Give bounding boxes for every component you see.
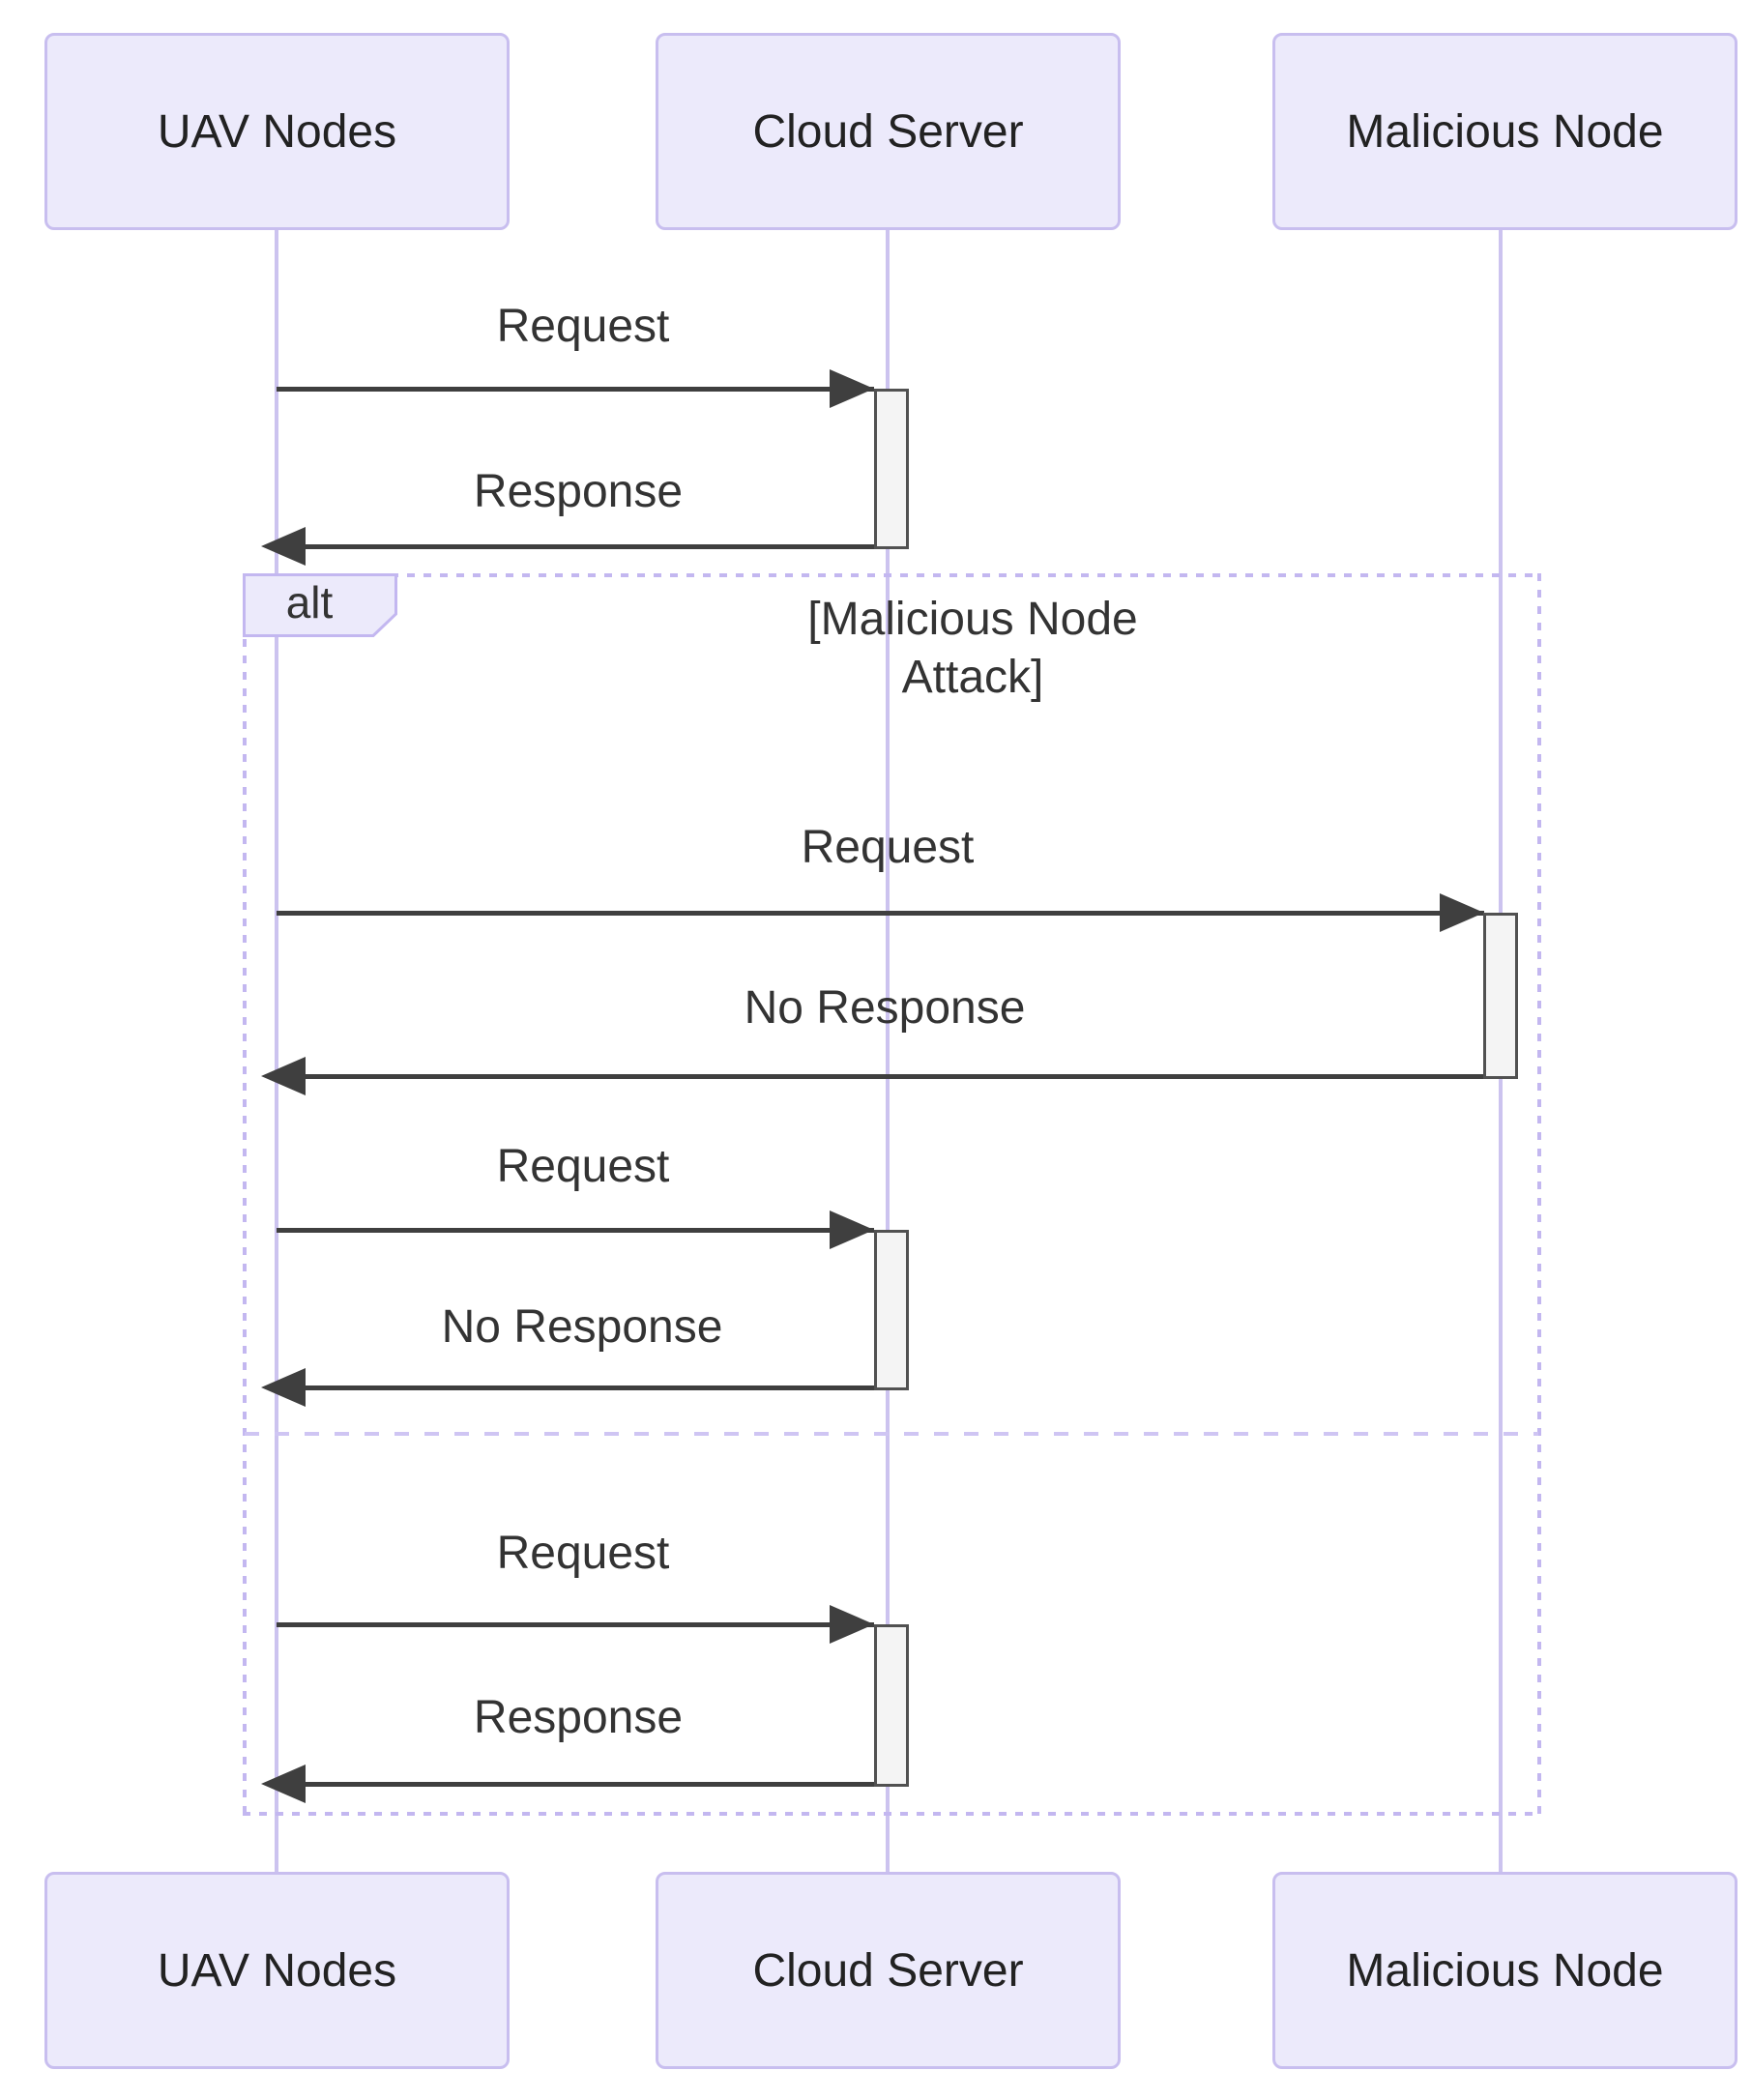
- activation-bar-malicious: [1483, 913, 1518, 1079]
- message-line-no-response-1: [277, 1074, 1517, 1079]
- message-line-request-3: [277, 1228, 874, 1233]
- message-line-no-response-2: [277, 1385, 907, 1390]
- message-label: Request: [801, 822, 975, 873]
- message-label: Response: [473, 1692, 684, 1743]
- arrowhead-right-icon: [830, 1210, 874, 1249]
- message-line-response-2: [277, 1782, 907, 1787]
- arrowhead-right-icon: [1440, 893, 1484, 932]
- actor-label: UAV Nodes: [157, 105, 397, 158]
- actor-top-uav-nodes: UAV Nodes: [44, 33, 510, 230]
- message-label: No Response: [441, 1301, 723, 1353]
- arrowhead-right-icon: [830, 1605, 874, 1644]
- alt-operator-label: alt: [285, 577, 334, 627]
- alt-condition-label: [Malicious Node Attack]: [779, 591, 1166, 707]
- alt-condition-line2: Attack]: [901, 652, 1044, 703]
- alt-tab-shape-icon: [243, 573, 397, 637]
- actor-bottom-uav-nodes: UAV Nodes: [44, 1872, 510, 2069]
- arrowhead-right-icon: [830, 369, 874, 408]
- alt-frame-border-bottom: [243, 1812, 1541, 1816]
- arrowhead-left-icon: [261, 527, 306, 566]
- actor-top-cloud-server: Cloud Server: [656, 33, 1121, 230]
- message-line-request-4: [277, 1622, 874, 1627]
- activation-bar-cloud-2: [874, 1230, 909, 1390]
- message-label: Response: [473, 466, 684, 517]
- actor-label: Malicious Node: [1346, 105, 1664, 158]
- message-line-request-1: [277, 387, 874, 392]
- lifeline-cloud-server: [886, 230, 890, 1874]
- message-label: Request: [496, 1141, 670, 1192]
- activation-bar-cloud-3: [874, 1624, 909, 1787]
- alt-frame-border-left: [243, 573, 247, 1816]
- message-label: No Response: [744, 982, 1026, 1034]
- actor-label: Cloud Server: [752, 1944, 1024, 1997]
- alt-condition-line1: [Malicious Node: [807, 594, 1138, 645]
- message-label: Request: [496, 1528, 670, 1579]
- arrowhead-left-icon: [261, 1368, 306, 1407]
- arrowhead-left-icon: [261, 1057, 306, 1095]
- activation-bar-cloud-1: [874, 389, 909, 549]
- message-line-response-1: [277, 544, 907, 549]
- actor-label: Malicious Node: [1346, 1944, 1664, 1997]
- message-label: Request: [496, 301, 670, 352]
- alt-frame-border-top: [243, 573, 1541, 577]
- actor-bottom-malicious-node: Malicious Node: [1272, 1872, 1737, 2069]
- actor-label: Cloud Server: [752, 105, 1024, 158]
- actor-label: UAV Nodes: [157, 1944, 397, 1997]
- actor-top-malicious-node: Malicious Node: [1272, 33, 1737, 230]
- alt-frame-border-right: [1537, 573, 1541, 1816]
- arrowhead-left-icon: [261, 1765, 306, 1803]
- alt-else-divider: [245, 1432, 1538, 1436]
- message-line-request-2: [277, 911, 1484, 916]
- lifeline-uav-nodes: [275, 230, 278, 1874]
- actor-bottom-cloud-server: Cloud Server: [656, 1872, 1121, 2069]
- alt-operator-tab: alt: [243, 573, 397, 637]
